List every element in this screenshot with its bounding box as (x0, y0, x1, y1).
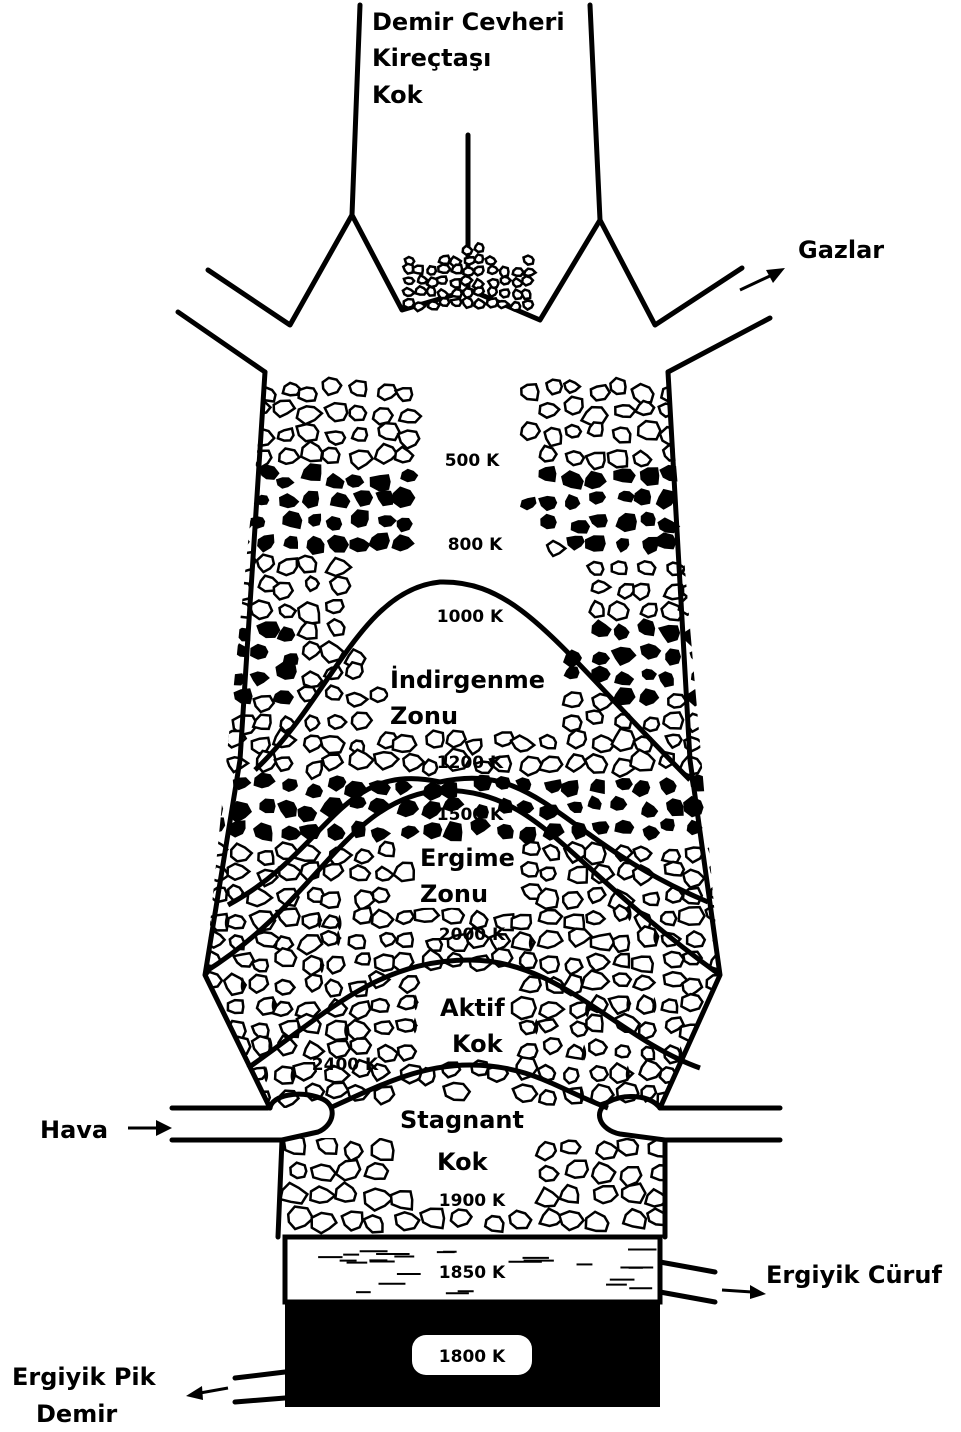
active-coke-label-1: Aktif (440, 994, 505, 1022)
stagnant-coke-label-2: Kok (437, 1148, 489, 1176)
pig-iron-label-2: Demir (36, 1400, 117, 1428)
pig-iron-label-1: Ergiyik Pik (12, 1363, 157, 1391)
hopper-charge (403, 243, 536, 311)
temp-1200: 1200 K (437, 753, 504, 773)
reduction-zone-label-2: Zonu (390, 702, 458, 730)
temp-1000: 1000 K (437, 607, 504, 627)
slag-arrow (722, 1285, 766, 1299)
slag-tap (660, 1262, 715, 1302)
gases-label: Gazlar (798, 236, 884, 264)
air-label: Hava (40, 1116, 108, 1144)
temp-1800: 1800 K (439, 1347, 506, 1367)
temp-2400: 2400 K (312, 1055, 379, 1075)
temp-800: 800 K (448, 535, 503, 555)
slag-label: Ergiyik Cüruf (766, 1261, 942, 1289)
gases-arrow (740, 268, 785, 290)
melting-zone-label-1: Ergime (420, 844, 515, 872)
reduction-zone-label-1: İndirgenme (390, 665, 545, 694)
temp-1850: 1850 K (439, 1263, 506, 1283)
temp-500: 500 K (445, 451, 500, 471)
temp-1900: 1900 K (439, 1191, 506, 1211)
melting-zone-label-2: Zonu (420, 880, 488, 908)
iron-tap (235, 1372, 285, 1402)
temp-1500: 1500 K (437, 805, 504, 825)
input-coke-label: Kok (372, 81, 424, 109)
temp-2000: 2000 K (439, 925, 506, 945)
input-limestone-label: Kireçtaşı (372, 44, 491, 72)
input-ore-label: Demir Cevheri (372, 8, 565, 36)
active-coke-label-2: Kok (452, 1030, 504, 1058)
stagnant-coke-label-1: Stagnant (400, 1106, 524, 1134)
air-arrow (128, 1120, 172, 1136)
pig-iron-arrow (186, 1386, 228, 1400)
